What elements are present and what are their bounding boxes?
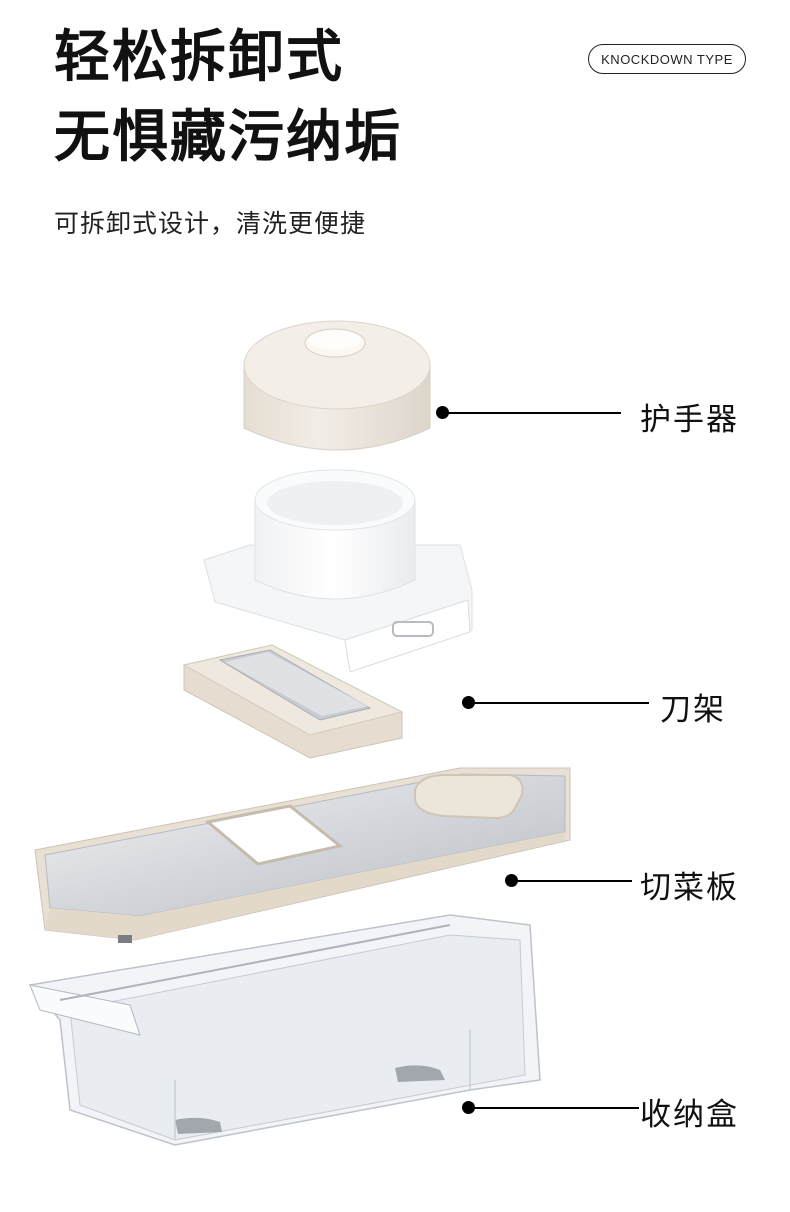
slicer-holder-part [203,469,473,673]
callout-storage-box [462,1101,642,1115]
label-hand-guard: 护手器 [640,402,739,438]
label-blade-holder: 刀架 [660,692,726,728]
hand-guard-part [243,320,431,451]
blade-holder-part [182,644,404,759]
label-cutting-board: 切菜板 [640,870,739,906]
callout-dot [462,1101,475,1114]
callout-line [443,412,621,414]
callout-line [469,702,649,704]
callout-blade-holder [462,696,652,710]
badge-knockdown-type: KNOCKDOWN TYPE [588,44,746,74]
storage-box-part [28,914,541,1146]
callout-hand-guard [436,406,626,420]
callout-cutting-board [505,874,635,888]
page-subtitle: 可拆卸式设计，清洗更便捷 [54,209,367,238]
label-storage-box: 收纳盒 [640,1097,739,1133]
callout-dot [436,406,449,419]
callout-line [469,1107,639,1109]
page-title-line-2: 无惧藏污纳垢 [54,105,402,170]
page-title-line-1: 轻松拆卸式 [54,25,344,90]
callout-dot [505,874,518,887]
cutting-board-part [34,767,571,943]
callout-line [512,880,632,882]
callout-dot [462,696,475,709]
